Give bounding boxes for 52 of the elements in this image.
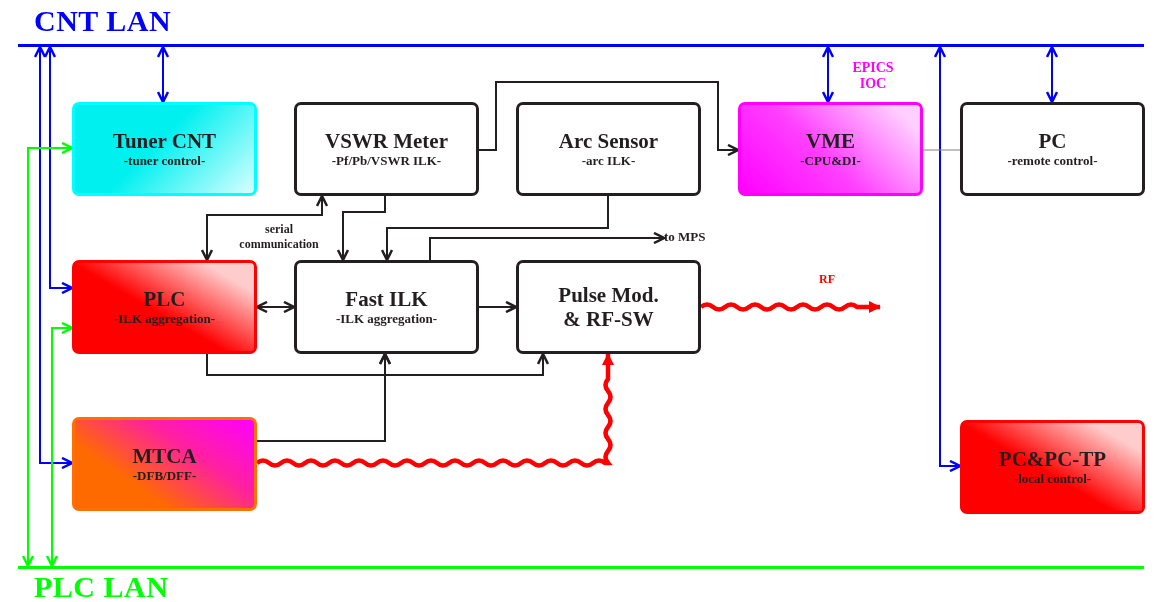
module-title: VSWR Meter: [324, 129, 448, 153]
module-subtitle: -local control-: [1013, 471, 1092, 486]
wavy-arrow: [699, 301, 881, 313]
arrow: [33, 45, 74, 470]
module-title: Fast ILK: [345, 287, 428, 311]
module-subtitle: -tuner control-: [123, 153, 206, 168]
module-title: PC&PC-TP: [998, 447, 1107, 471]
caption-text: EPICS IOC: [852, 60, 894, 91]
module-subtitle: -Pf/Pb/VSWR ILK-: [331, 153, 442, 168]
arrow: [933, 45, 962, 473]
arrow: [429, 231, 666, 261]
module-subtitle: -ILK aggregation-: [335, 311, 438, 326]
module-title: Pulse Mod. & RF-SW: [558, 283, 659, 331]
arrow: [821, 45, 835, 104]
arrow: [256, 352, 392, 442]
arrow: [478, 81, 740, 157]
module-box: [72, 260, 257, 354]
arrow: [45, 321, 74, 568]
module-box: [738, 102, 923, 196]
module-title: MTCA: [132, 444, 197, 468]
module-box: [72, 417, 257, 511]
arrow: [156, 45, 170, 104]
arrow: [21, 141, 74, 568]
arrow: [1045, 45, 1059, 104]
arrow: [255, 300, 296, 314]
arrow: [336, 195, 386, 262]
module-box: [72, 102, 257, 196]
module-box: [516, 260, 701, 354]
arrow: [206, 352, 550, 376]
wavy-arrow: [256, 353, 614, 468]
module-title: PLC: [143, 287, 186, 311]
module-title: PC: [1038, 129, 1067, 153]
module-title: VME: [806, 129, 855, 153]
bus-label: PLC LAN: [34, 570, 169, 602]
module-title: Tuner CNT: [112, 129, 217, 153]
module-box: [960, 102, 1145, 196]
module-box: [294, 260, 479, 354]
arrow: [43, 45, 74, 295]
module-subtitle: -CPU&DI-: [800, 153, 861, 168]
arrow: [200, 194, 329, 262]
module-box: [294, 102, 479, 196]
module-subtitle: -remote control-: [1007, 153, 1098, 168]
module-box: [516, 102, 701, 196]
arrow: [478, 300, 518, 314]
module-subtitle: -DFB/DFF-: [132, 468, 197, 483]
bus-label: CNT LAN: [34, 4, 172, 37]
module-title: Arc Sensor: [558, 129, 659, 153]
target-label: to MPS: [664, 229, 706, 244]
arrow: [380, 195, 609, 262]
module-subtitle: -ILK aggregation-: [113, 311, 216, 326]
module-box: [960, 420, 1145, 514]
module-subtitle: -arc ILK-: [581, 153, 636, 168]
